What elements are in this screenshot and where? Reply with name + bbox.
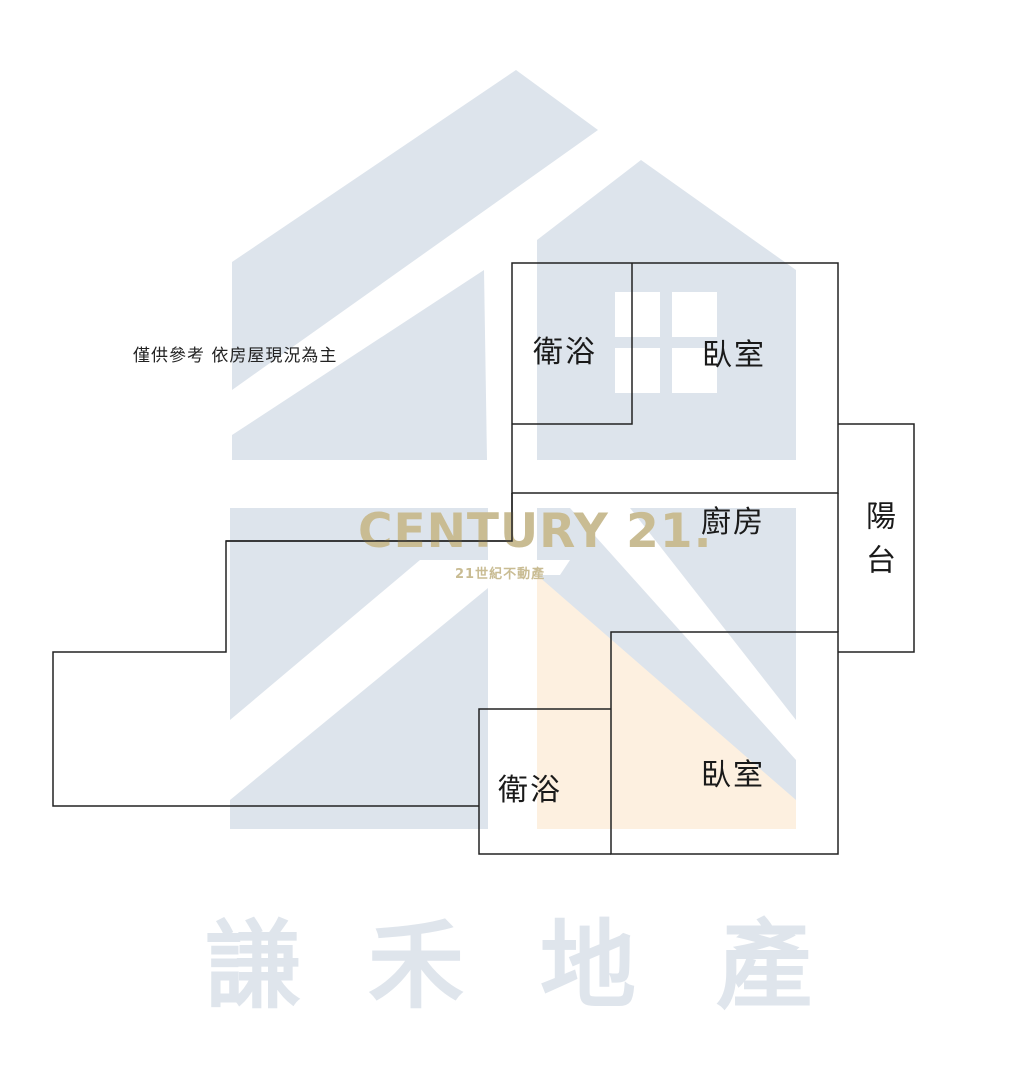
wall-balcony [838, 423, 915, 653]
watermark-left-diagonal [230, 560, 488, 800]
watermark-left-triangle [232, 270, 487, 460]
watermark-left-diagonal-cut [230, 560, 470, 770]
watermark-roof-band [232, 70, 598, 390]
room-label-balcony: 陽台 [860, 500, 895, 588]
disclaimer-note: 僅供參考 依房屋現況為主 [133, 346, 338, 366]
watermark-house-logo [232, 70, 796, 460]
room-label-bedroom-lower: 臥室 [701, 758, 765, 793]
watermark-window-pane [615, 292, 660, 337]
watermark-window-pane [672, 292, 717, 337]
watermark-window-pane [672, 348, 717, 393]
watermark-orange-triangle-gap [537, 560, 570, 575]
watermark-orange-triangle [537, 575, 796, 829]
watermark-right-diagonal [570, 508, 796, 760]
century21-logo: CENTURY 21. [358, 504, 713, 559]
brand-char-2: 禾 [368, 910, 464, 1022]
brand-char-4: 產 [716, 910, 812, 1022]
wall-lower-bedroom [610, 631, 839, 855]
watermark-house-shape [537, 160, 796, 460]
century21-subtext: 21世紀不動產 [455, 567, 546, 582]
brand-char-1: 謙 [205, 910, 301, 1022]
room-label-kitchen: 廚房 [701, 505, 765, 540]
wall-lower-bathroom [478, 708, 611, 855]
wall-upper-bedroom [511, 262, 839, 494]
watermark-lower-blocks [230, 508, 796, 829]
room-label-bathroom-upper: 衛浴 [533, 335, 597, 370]
room-label-bedroom-upper: 臥室 [702, 338, 766, 373]
room-label-bathroom-lower: 衛浴 [498, 773, 562, 808]
wall-upper-bathroom [512, 263, 633, 425]
brand-char-3: 地 [540, 910, 636, 1022]
watermark-window-pane [615, 348, 660, 393]
